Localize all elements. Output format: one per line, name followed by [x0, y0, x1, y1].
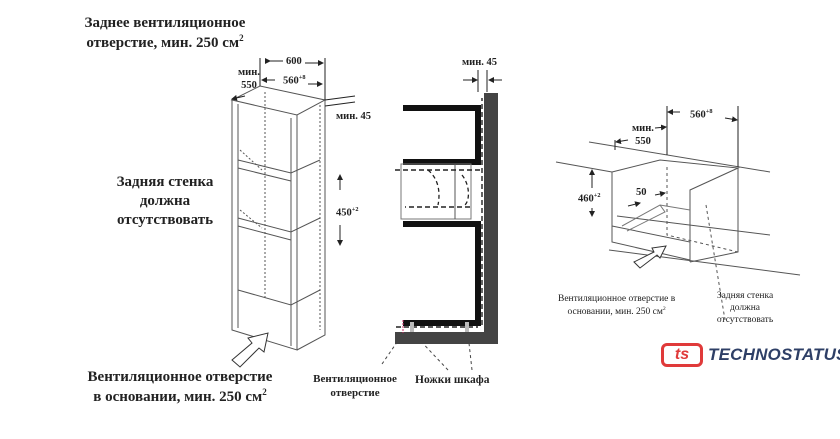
superscript: 2 [662, 305, 666, 312]
base-vent-line2: в основании, мин. 250 см2 [70, 387, 290, 407]
dim-460: 460+2 [578, 192, 601, 206]
middle-min-45: мин. 45 [462, 57, 498, 68]
base-vent-text: в основании, мин. 250 см [93, 388, 263, 405]
left-back-wall-label: Задняя стенка должна отсутствовать [95, 173, 235, 229]
base-vent-line1: Вентиляционное отверстие в [558, 294, 676, 304]
technostatus-logo: ts TECHNOSTATUS [661, 343, 840, 367]
dim-600: 600 [286, 56, 302, 67]
rear-vent-text: отверстие, мин. 250 см [86, 34, 240, 51]
rear-vent-label: Заднее вентиляционное отверстие, мин. 25… [70, 14, 260, 53]
base-vent-line2: основании, мин. 250 см2 [558, 306, 675, 319]
vent-arrow-icon [231, 332, 269, 368]
base-vent-text: основании, мин. 250 см [567, 307, 663, 318]
right-base-vent-label: Вентиляционное отверстие в основании, ми… [558, 294, 675, 319]
back-wall-line1: Задняя стенка [116, 174, 214, 190]
right-back-wall-label: Задняя стенка должна отсутствовать [705, 291, 785, 327]
cabinet-feet-label: Ножки шкафа [415, 374, 490, 386]
tall-cabinet-drawing [230, 85, 327, 351]
rear-vent-line2: отверстие, мин. 250 см2 [70, 33, 260, 53]
right-dim-560: 560+8 [690, 108, 713, 122]
logo-mark-icon: ts [661, 343, 703, 367]
superscript: 2 [262, 386, 267, 397]
dim-560-value: 560 [283, 75, 299, 87]
dim-560: 560+8 [283, 74, 306, 88]
dim-450-value: 450 [336, 207, 352, 219]
back-wall-line1: Задняя стенка [716, 291, 774, 301]
back-wall-line2: должна [139, 192, 191, 209]
dim-460-value: 460 [578, 193, 594, 205]
right-min-550: мин. 550 [632, 122, 654, 148]
dim-560-tolerance: +8 [705, 108, 713, 115]
min-label: мин. [238, 67, 260, 78]
rear-vent-line1: Заднее вентиляционное [84, 15, 246, 31]
vent-line1: Вентиляционное [313, 373, 397, 385]
dim-560-value: 560 [690, 109, 706, 121]
superscript: 2 [239, 32, 244, 43]
vent-line2: отверстие [330, 386, 380, 399]
logo-text: TECHNOSTATUS [708, 345, 840, 364]
undercounter-drawing [555, 141, 801, 321]
base-vent-label: Вентиляционное отверстие в основании, ми… [70, 368, 290, 407]
dim-550: 550 [635, 136, 651, 148]
middle-vent-label: Вентиляционное отверстие [300, 373, 410, 401]
min-label: мин. [632, 123, 654, 134]
left-min-550: мин. 550 [238, 66, 260, 92]
left-min-45: мин. 45 [336, 111, 372, 122]
right-dimension-lines [589, 106, 739, 217]
back-wall-line3: отсутствовать [116, 211, 214, 228]
left-dimension-lines [231, 58, 356, 246]
base-vent-line1: Вентиляционное отверстие [87, 369, 273, 385]
dim-560-tolerance: +8 [298, 74, 306, 81]
dim-450-tolerance: +2 [351, 206, 359, 213]
dim-460-tolerance: +2 [593, 192, 601, 199]
section-drawing [381, 70, 502, 371]
dim-50: 50 [636, 187, 647, 198]
dim-550: 550 [241, 80, 257, 92]
back-wall-line3: отсутствовать [716, 314, 774, 325]
dim-450: 450+2 [336, 206, 359, 220]
back-wall-line2: должна [729, 302, 761, 313]
